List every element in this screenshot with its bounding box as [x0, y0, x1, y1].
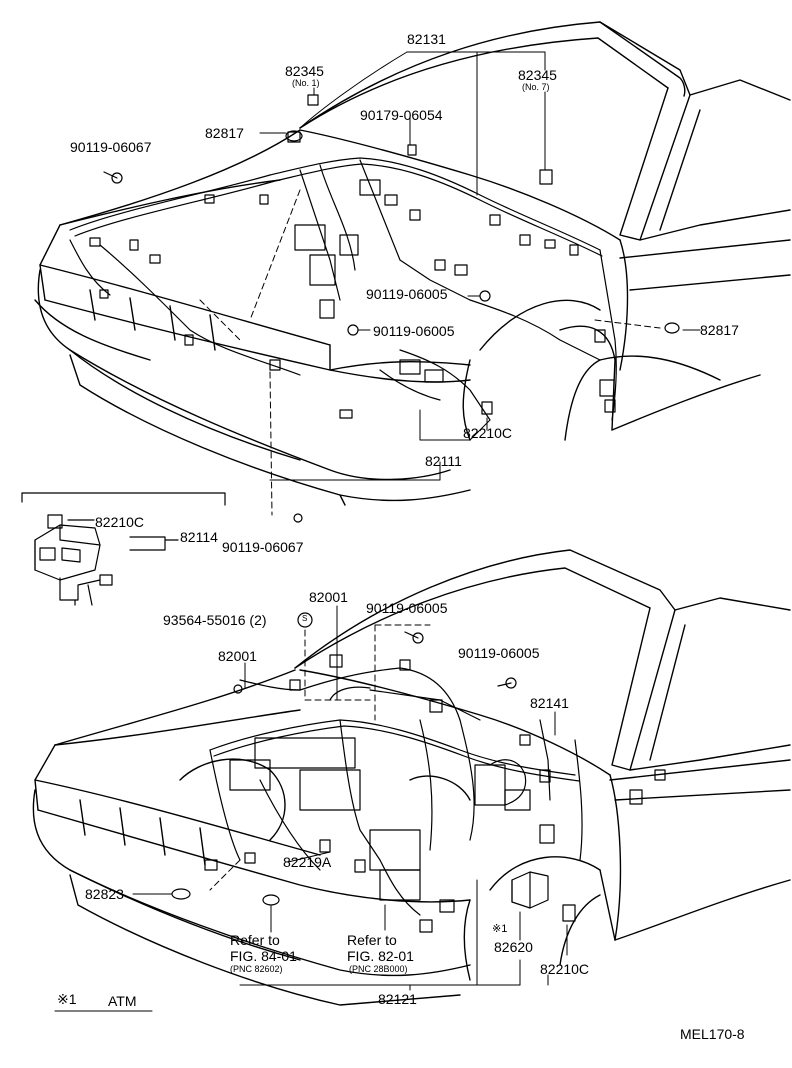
part-label-82111: 82111 [425, 453, 462, 469]
legend-text: ATM [108, 993, 137, 1009]
bottom-harness [171, 612, 666, 933]
part-label-82141: 82141 [530, 695, 569, 711]
part-label-82114: 82114 [180, 529, 218, 545]
ref-fig84-line2: FIG. 84-01 [230, 948, 297, 964]
ref-fig84-line1: Refer to [230, 932, 280, 948]
part-label-82210c-inset: 82210C [95, 514, 145, 530]
top-leader-lines [259, 51, 701, 481]
part-label-82817-top: 82817 [205, 125, 244, 141]
bottom-leader-lines [132, 605, 568, 991]
part-note-no7: (No. 7) [522, 82, 550, 92]
drawing-code: MEL170-8 [680, 1026, 745, 1042]
top-harness [69, 94, 680, 523]
part-label-82210c-bottom: 82210C [540, 961, 590, 977]
part-label-90119-06005-d: 90119-06005 [458, 645, 540, 661]
ref-fig84-pnc: (PNC 82602) [230, 964, 283, 974]
ref-fig82-pnc: (PNC 28B000) [349, 964, 408, 974]
part-label-90119-06067-top: 90119-06067 [70, 139, 152, 155]
bottom-vehicle-outline [32, 549, 791, 1006]
part-label-82001-a: 82001 [309, 589, 348, 605]
ref-fig82-line2: FIG. 82-01 [347, 948, 414, 964]
part-label-93564-55016: 93564-55016 (2) [163, 612, 267, 628]
part-label-90179-06054: 90179-06054 [360, 107, 443, 123]
part-label-90119-06067-mid: 90119-06067 [222, 539, 304, 555]
part-label-82345-no1: 82345 [285, 63, 324, 79]
part-label-82001-b: 82001 [218, 648, 257, 664]
part-label-82345-no7: 82345 [518, 67, 557, 83]
part-note-no1: (No. 1) [292, 78, 320, 88]
atm-note-mark: ※1 [492, 923, 508, 935]
part-label-82817-right: 82817 [700, 322, 739, 338]
circle-s-mark: S [302, 614, 308, 623]
part-label-90119-06005-c: 90119-06005 [366, 600, 448, 616]
part-label-90119-06005-a: 90119-06005 [366, 286, 448, 302]
inset-part [34, 514, 179, 606]
top-vehicle-outline [34, 21, 791, 506]
legend-mark: ※1 [57, 991, 77, 1007]
part-label-90119-06005-b: 90119-06005 [373, 323, 455, 339]
inset-bracket [21, 492, 226, 506]
part-label-82121: 82121 [378, 991, 417, 1007]
part-label-82219a: 82219A [283, 854, 332, 870]
part-label-82210c-top: 82210C [463, 425, 513, 441]
part-label-82620: 82620 [494, 939, 533, 955]
part-label-82131: 82131 [407, 31, 446, 47]
part-label-82823: 82823 [85, 886, 124, 902]
ref-fig82-line1: Refer to [347, 932, 397, 948]
